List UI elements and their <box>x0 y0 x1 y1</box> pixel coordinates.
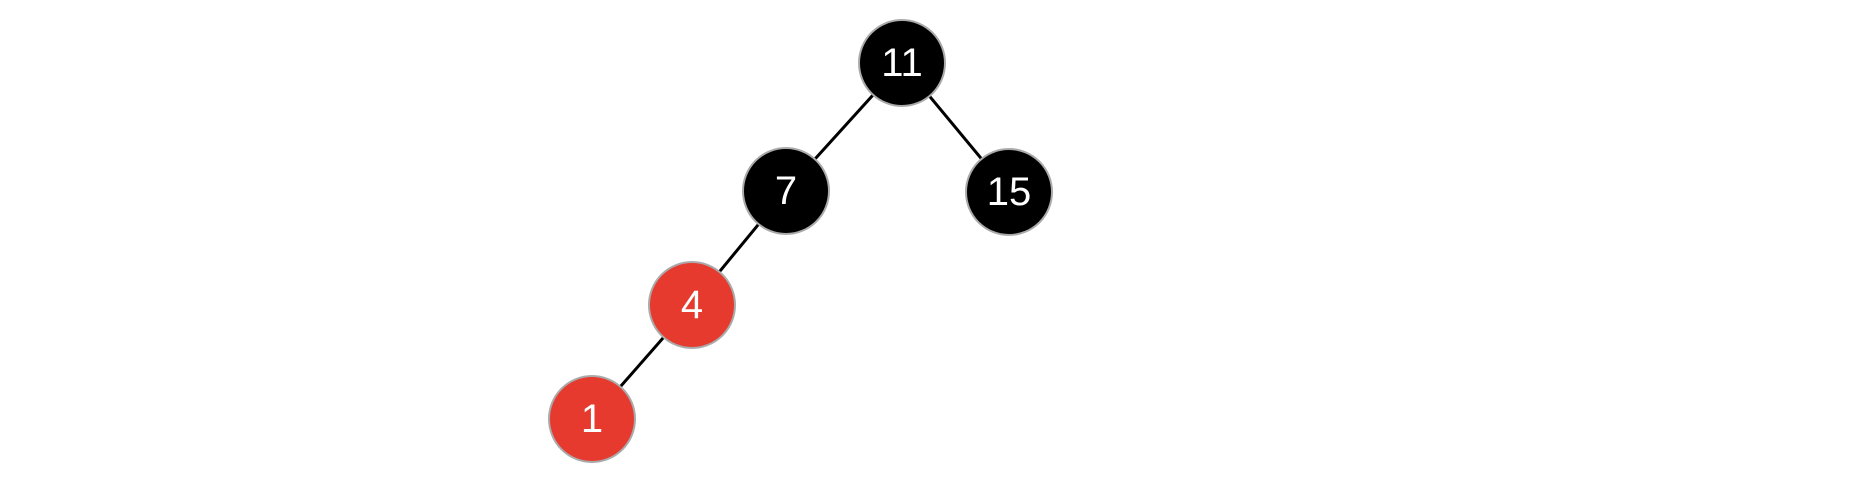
tree-node-1[interactable]: 1 <box>548 375 636 463</box>
tree-node-label: 1 <box>580 397 604 441</box>
tree-node-label: 4 <box>680 283 704 327</box>
tree-node-4[interactable]: 4 <box>648 261 736 349</box>
tree-node-15[interactable]: 15 <box>965 148 1053 236</box>
tree-node-11[interactable]: 11 <box>858 19 946 107</box>
tree-node-7[interactable]: 7 <box>742 147 830 235</box>
tree-node-label: 7 <box>774 169 798 213</box>
tree-node-label: 11 <box>881 41 923 85</box>
tree-node-label: 15 <box>986 170 1032 214</box>
